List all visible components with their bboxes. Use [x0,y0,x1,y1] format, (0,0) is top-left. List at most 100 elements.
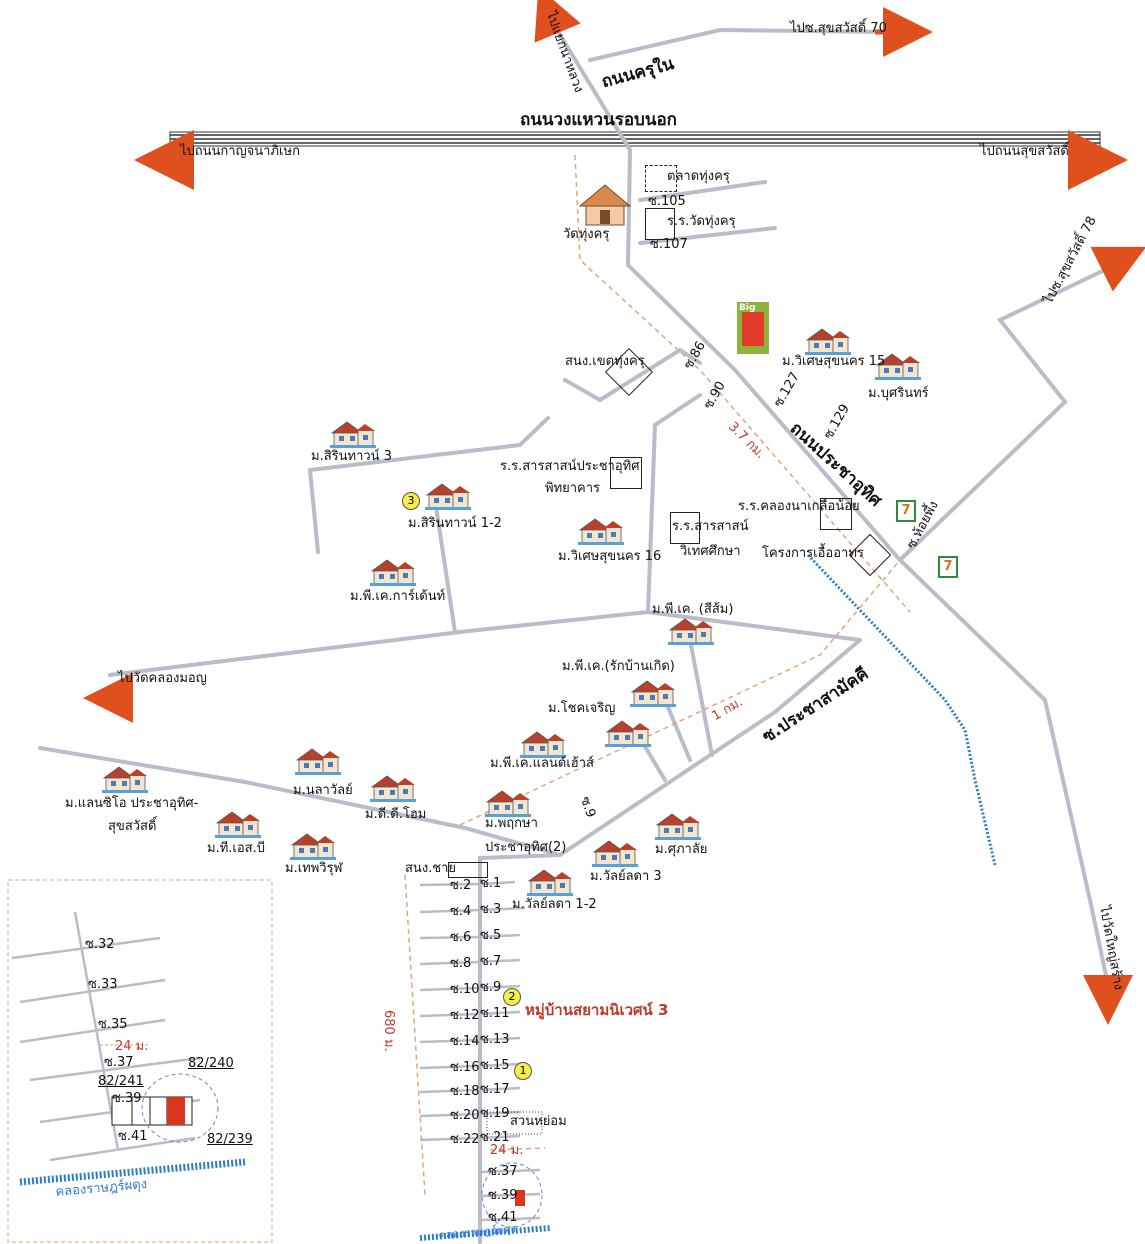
soi-right-label: ซ.7 [480,954,502,969]
soi-end-label: ซ.39 [488,1188,518,1203]
village-wanlada3: ม.วัลย์ลดา 3 [590,869,662,884]
temple-icon [578,184,632,226]
soi-left-label: ซ.20 [450,1108,480,1123]
village-wisetsuk15: ม.วิเศษสุขนคร 15 [782,354,886,369]
soi-right-label: ซ.13 [480,1032,510,1047]
house-icon [102,766,148,793]
soi-right-label: ซ.5 [480,928,502,943]
house-icon [655,813,701,840]
house-icon [215,811,261,838]
village-landsiho-2: สุขสวัสดิ์ [108,819,157,834]
marker-1: 1 [514,1062,532,1080]
inset-soi-label: ซ.37 [104,1055,134,1070]
garden-label: สวนหย่อม [510,1114,567,1129]
inset-frame [7,879,273,1243]
inset-soi-label: ซ.33 [88,977,118,992]
soi-107-label: ซ.107 [650,237,688,252]
target-plot [515,1190,525,1206]
village-pk-rak: ม.พี.เค.(รักบ้านเกิด) [562,659,675,674]
village-landsiho: ม.แลนซิโอ ประชาอุทิศ- [65,796,199,811]
house-icon [290,833,336,860]
house-icon [520,731,566,758]
to-sukhumvit70-label: ไปซ.สุขสวัสดิ์ 70 [790,21,887,36]
village-thepwirun: ม.เทพวิรุฬ [285,861,343,876]
soi-left-label: ซ.6 [450,930,472,945]
house-icon [370,559,416,586]
soi-left-label: ซ.12 [450,1008,480,1023]
canal [806,553,997,866]
inset-soi-label: ซ.39 [112,1091,142,1106]
outer-ring-road [169,131,1101,147]
inset-soi-label: ซ.32 [85,937,115,952]
house-icon [605,720,651,747]
village-pk-orange: ม.พี.เค. (สีส้ม) [652,602,734,617]
soi-right-label: ซ.11 [480,1006,510,1021]
village-nalawan: ม.นลาวัลย์ [293,783,353,798]
soi-end-label: ซ.37 [488,1164,518,1179]
inset-soi-label: ซ.41 [118,1129,148,1144]
distance-680m: 680 ม. [381,1010,396,1052]
temple-label: วัดทุ่งครุ [563,227,610,242]
to-sukhumvit-road-label: ไปถนนสุขสวัสดิ์ [980,144,1069,159]
house-icon [370,775,416,802]
school-2-label: ร.ร.สารสาสน์ [672,519,749,534]
village-chokcharoen: ม.โชคเจริญ [548,701,616,716]
big-c-logo: Big [737,302,769,354]
seven-eleven-icon-2: 7 [938,556,958,578]
inset-distance-24m: 24 ม. [115,1039,149,1054]
office-label: สนง.ชาย [405,861,457,876]
school-wat-label: ร.ร.วัดทุ่งครุ [667,214,736,229]
siam-niwet-label: หมู่บ้านสยามนิเวศน์ 3 [525,1001,669,1019]
road-network [38,13,1117,1244]
school-3-box [820,498,852,530]
school-box [645,208,675,240]
plot-82-239: 82/239 [207,1132,253,1147]
soi-left-label: ซ.2 [450,878,472,893]
market-label: ตลาดทุ่งครุ [667,169,730,184]
house-icon [630,680,676,707]
project-label: โครงการเอื้ออาทร [762,546,864,561]
house-icon [425,483,471,510]
inset-soi-label: ซ.35 [98,1017,128,1032]
school-3-label: ร.ร.คลองนาเกลือน้อย [738,499,860,514]
school-2b-label: วิเทศศึกษา [680,544,741,559]
seven-eleven-icon: 7 [896,500,916,522]
soi-left-label: ซ.16 [450,1060,480,1075]
district-office-label: สนง.เขตทุ่งครุ [565,354,645,369]
village-dd-home: ม.ดี.ดี.โฮม [365,807,427,822]
soi-right-label: ซ.17 [480,1082,510,1097]
village-wanlada12: ม.วัลย์ลดา 1-2 [512,897,597,912]
distance-24m: 24 ม. [490,1143,524,1158]
market-box [645,165,677,192]
soi-left-label: ซ.8 [450,956,472,971]
house-icon [527,869,573,896]
marker-3: 3 [402,492,420,510]
office-box [448,862,488,878]
house-icon [485,790,531,817]
plot-82-240: 82/240 [188,1056,234,1071]
school-1-label: ร.ร.สารสาสน์ประชาอุทิศ [500,459,640,474]
soi-left-label: ซ.4 [450,904,472,919]
soi-right-label: ซ.19 [480,1106,510,1121]
soi-right-label: ซ.21 [480,1130,510,1145]
soi-right-label: ซ.15 [480,1058,510,1073]
village-wisetsuk16: ม.วิเศษสุขนคร 16 [558,549,662,564]
soi-left-label: ซ.14 [450,1034,480,1049]
soi-right-label: ซ.9 [480,980,502,995]
house-icon [875,353,921,380]
school-1-box [610,457,642,489]
garden-area [486,1111,543,1135]
to-wat-khlong-mon-label: ไปวัดคลองมอญ [118,671,207,686]
inset-target-plot [167,1097,185,1125]
village-phruksa: ม.พฤกษา [485,816,538,831]
house-icon [592,840,638,867]
house-icon [668,618,714,645]
school-1b-label: พิทยาคาร [545,481,601,496]
route-lines [404,154,911,1196]
house-icon [805,328,851,355]
side-sois [419,880,541,1222]
village-busarin: ม.บุศรินทร์ [868,386,929,401]
village-ts-b: ม.ที.เอส.บี [207,841,265,856]
soi-left-label: ซ.18 [450,1084,480,1099]
